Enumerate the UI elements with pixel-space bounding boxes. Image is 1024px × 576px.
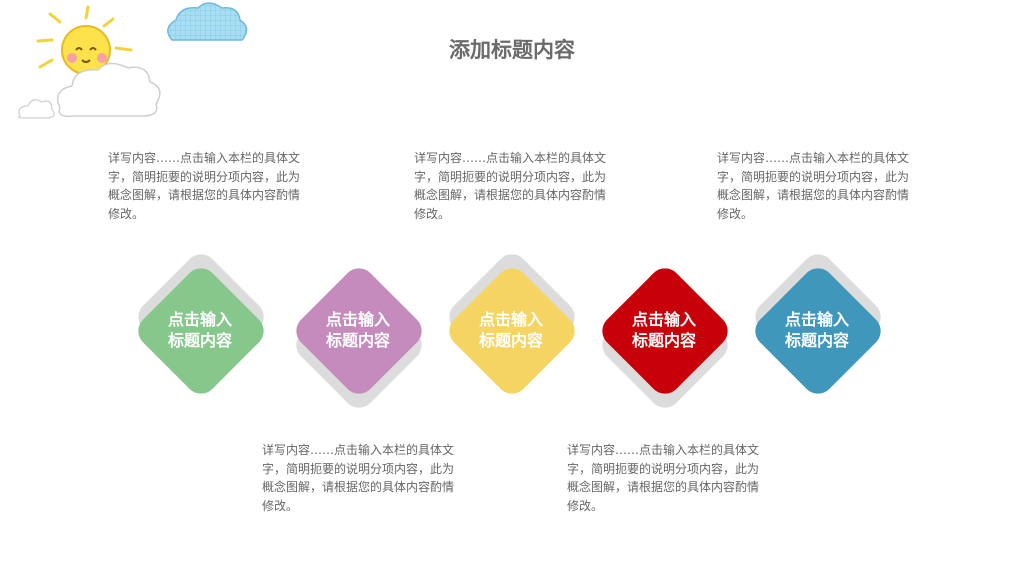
diamond-label-line2: 标题内容 <box>167 331 232 350</box>
diamond-label-line1: 点击输入 <box>325 310 390 329</box>
diamond-label: 点击输入标题内容 <box>747 260 887 400</box>
diamond-item-4: 点击输入标题内容 <box>594 260 735 415</box>
cloud-icon <box>57 62 161 118</box>
description-bottom-2: 详写内容……点击输入本栏的具体文字，简明扼要的说明分项内容，此为概念图解，请根据… <box>567 443 760 513</box>
diamond-label: 点击输入标题内容 <box>288 260 428 400</box>
diamond-label-line2: 标题内容 <box>784 331 849 350</box>
description-bottom-1: 详写内容……点击输入本栏的具体文字，简明扼要的说明分项内容，此为概念图解，请根据… <box>262 443 455 513</box>
diamond-item-5: 点击输入标题内容 <box>747 247 888 401</box>
diamond-label-line1: 点击输入 <box>631 310 696 329</box>
diamond-label-line1: 点击输入 <box>478 310 543 329</box>
diamond-label-line1: 点击输入 <box>167 310 232 329</box>
small-cloud-icon <box>18 99 55 119</box>
sun-icon <box>36 5 133 75</box>
diamond-label: 点击输入标题内容 <box>441 260 581 400</box>
diamond-label: 点击输入标题内容 <box>130 260 270 400</box>
sun-cloud-decoration <box>18 2 248 119</box>
description-top-2: 详写内容……点击输入本栏的具体文字，简明扼要的说明分项内容，此为概念图解，请根据… <box>414 151 607 221</box>
diamond-item-2: 点击输入标题内容 <box>288 260 429 415</box>
description-top-1: 详写内容……点击输入本栏的具体文字，简明扼要的说明分项内容，此为概念图解，请根据… <box>108 151 301 221</box>
diamond-item-1: 点击输入标题内容 <box>130 247 271 401</box>
description-top-3: 详写内容……点击输入本栏的具体文字，简明扼要的说明分项内容，此为概念图解，请根据… <box>717 151 910 221</box>
diamond-label-line2: 标题内容 <box>631 331 696 350</box>
diamond-item-3: 点击输入标题内容 <box>441 247 582 401</box>
diamond-label: 点击输入标题内容 <box>594 260 734 400</box>
slide-title: 添加标题内容 <box>449 38 575 62</box>
diamond-label-line1: 点击输入 <box>784 310 849 329</box>
diamond-label-line2: 标题内容 <box>478 331 543 350</box>
diamond-label-line2: 标题内容 <box>325 331 390 350</box>
blue-cloud-icon <box>167 2 248 41</box>
